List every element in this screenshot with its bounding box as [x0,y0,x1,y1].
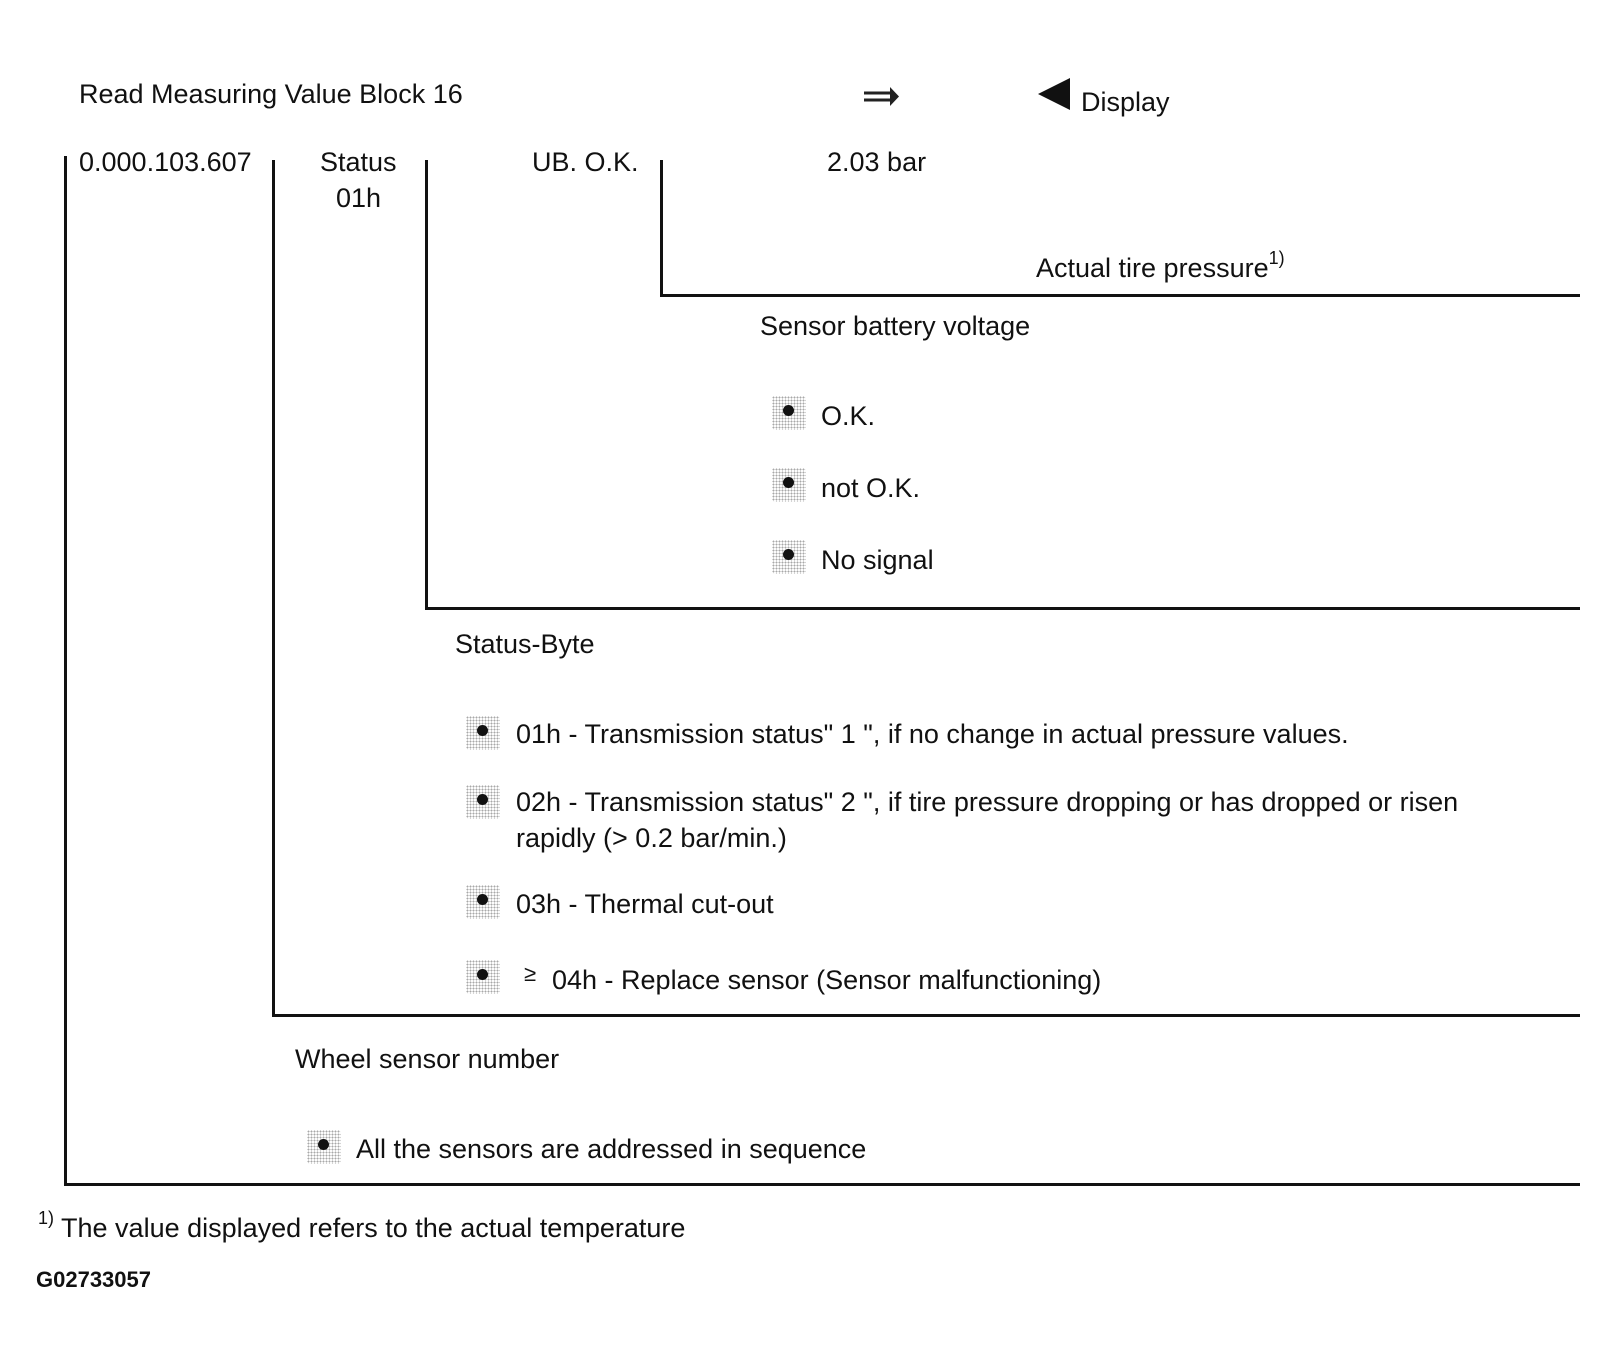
sensor-bracket-vertical [64,156,67,1186]
battery-bracket-vertical [425,160,428,610]
status-item-04h: 04h - Replace sensor (Sensor malfunction… [552,965,1102,995]
status-item-01h: 01h - Transmission status" 1 ", if no ch… [516,719,1349,749]
battery-value: UB. O.K. [532,147,639,177]
bullet-icon [466,885,500,919]
sensor-item-sequence: All the sensors are addressed in sequenc… [356,1134,867,1164]
status-bracket-vertical [272,160,275,1017]
pressure-value: 2.03 bar [827,147,927,177]
sensor-number-value: 0.000.103.607 [79,147,252,177]
display-triangle-icon [1038,78,1070,110]
bullet-icon [466,785,500,819]
arrow-right-icon [864,87,899,106]
status-value-line2: 01h [336,183,382,213]
pressure-bracket-vertical [660,160,663,297]
bullet-icon [772,396,806,430]
status-bracket-horizontal [272,1014,1580,1017]
status-item-02h-continuation: rapidly (> 0.2 bar/min.) [516,823,787,853]
sensor-bracket-horizontal [64,1183,1580,1186]
status-item-02h: 02h - Transmission status" 2 ", if tire … [516,787,1459,817]
bullet-icon [307,1130,341,1164]
bullet-icon [772,468,806,502]
figure-code: G02733057 [36,1267,151,1292]
bullet-icon [466,716,500,750]
status-byte-label: Status-Byte [455,629,595,659]
battery-label: Sensor battery voltage [760,311,1031,341]
wheel-sensor-label: Wheel sensor number [295,1044,560,1074]
status-item-03h: 03h - Thermal cut-out [516,889,774,919]
footnote-text: The value displayed refers to the actual… [61,1213,686,1243]
bullet-icon [466,960,500,994]
pressure-label-text: Actual tire pressure [1036,253,1269,283]
footnote: 1) The value displayed refers to the act… [38,1208,686,1244]
display-label: Display [1081,87,1170,117]
battery-item-ok: O.K. [821,401,876,431]
battery-bracket-horizontal [425,607,1580,610]
greater-equal-icon: ≥ [524,961,537,986]
pressure-footnote-mark: 1) [1268,248,1285,268]
footnote-mark: 1) [38,1208,55,1228]
battery-item-no-signal: No signal [821,545,934,575]
page-title: Read Measuring Value Block 16 [79,79,463,109]
battery-item-not-ok: not O.K. [821,473,921,503]
pressure-label: Actual tire pressure1) [1036,248,1285,284]
pressure-bracket-horizontal [660,294,1580,297]
bullet-icon [772,540,806,574]
status-value-line1: Status [320,147,397,177]
